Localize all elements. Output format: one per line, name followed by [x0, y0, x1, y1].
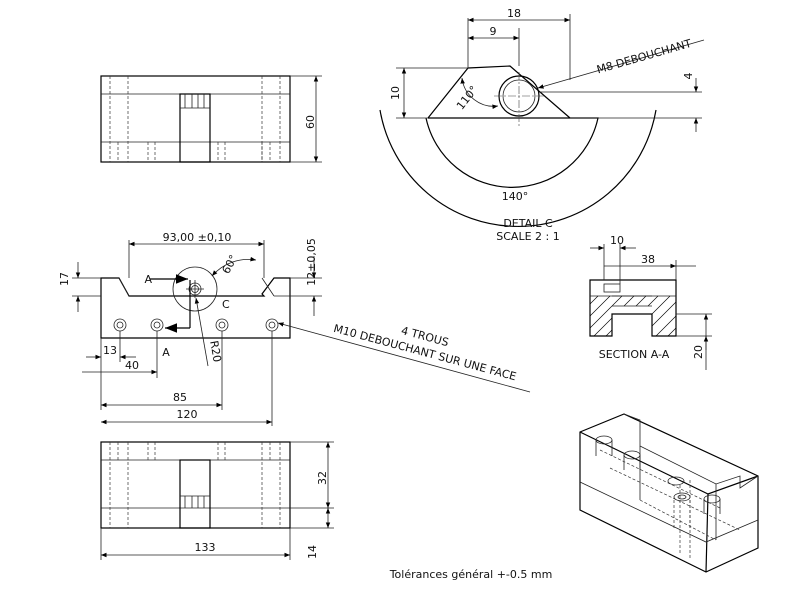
dim-13: 13 [103, 344, 117, 357]
dim-14: 14 [306, 545, 319, 559]
dim-133: 133 [195, 541, 216, 554]
detail-dim-9: 9 [490, 25, 497, 38]
tolerance-note: Tolérances général +-0.5 mm [389, 568, 553, 581]
detail-dim-10: 10 [389, 86, 402, 100]
dim-32: 32 [316, 471, 329, 485]
holes [113, 318, 279, 332]
section-aa-title: SECTION A-A [599, 348, 670, 361]
detail-c-scale: SCALE 2 : 1 [496, 230, 559, 243]
section-hatching [589, 295, 677, 337]
section-dim-20: 20 [692, 345, 705, 359]
section-aa-view: 10 38 20 SECTION A-A [589, 234, 712, 370]
dim-85: 85 [173, 391, 187, 404]
dim-120: 120 [177, 408, 198, 421]
angle-60: 60° [220, 253, 241, 276]
thread-note-m8: M8 DEBOUCHANT [595, 37, 693, 77]
isometric-view [579, 413, 759, 573]
dim-60: 60 [304, 115, 317, 129]
detail-label-c: C [222, 298, 230, 311]
bottom-view: 32 14 133 [100, 441, 334, 560]
dim-12-tolerance: 12±0,05 [305, 238, 318, 286]
detail-angle-140: 140° [502, 190, 529, 203]
dim-93: 93,00 ±0,10 [163, 231, 232, 244]
dim-17: 17 [58, 272, 71, 286]
detail-c-view: 18 9 10 4 110° 140° M8 DEBOUCHANT DETAIL… [379, 7, 705, 243]
radius-r20: R20 [207, 340, 224, 364]
section-dim-10: 10 [610, 234, 624, 247]
top-view: 60 [100, 75, 322, 163]
section-label-a-top: A [144, 273, 152, 286]
dim-40: 40 [125, 359, 139, 372]
detail-dim-18: 18 [507, 7, 521, 20]
detail-angle-110: 110° [454, 83, 481, 112]
section-dim-38: 38 [641, 253, 655, 266]
front-view: A A C 93,00 ±0,10 12±0,05 17 60° R20 13 … [58, 231, 531, 426]
section-label-a-bottom: A [162, 346, 170, 359]
detail-c-title: DETAIL C [503, 217, 553, 230]
detail-dim-4: 4 [682, 73, 695, 80]
